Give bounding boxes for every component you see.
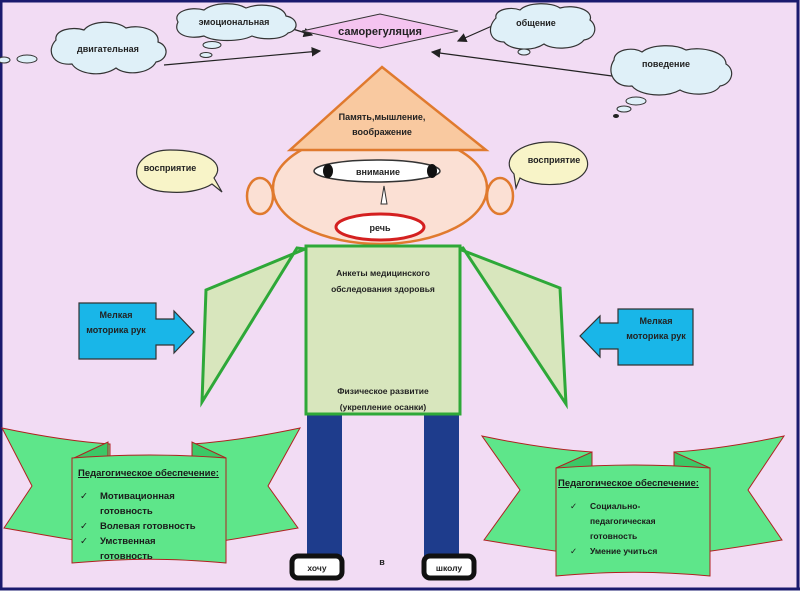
ribbon-right-text: Педагогическое обеспечение: Социально-пе… <box>558 476 708 559</box>
foot-left-label: хочу <box>307 563 326 573</box>
list-item: Умственная готовность <box>78 534 196 564</box>
ribbon-left-list: Мотивационная готовность Волевая готовно… <box>78 489 226 564</box>
foot-middle-label: в <box>379 557 385 567</box>
left-leg <box>307 413 342 558</box>
fine-motor-right-line2: моторика рук <box>626 331 686 341</box>
self-regulation-diamond <box>301 13 459 49</box>
nose <box>380 185 388 205</box>
arrow-behavior-to-center <box>430 48 613 77</box>
ribbon-left-text: Педагогическое обеспечение: Мотивационна… <box>78 466 226 564</box>
speech-bubble-left: восприятие <box>136 149 223 193</box>
left-pupil <box>323 164 333 178</box>
speech-bubble-left-label: восприятие <box>144 163 196 173</box>
fine-motor-arrow-left: Мелкая моторика рук <box>78 302 195 360</box>
body-bottom-line2: (укрепление осанки) <box>340 402 427 412</box>
self-regulation-label: саморегуляция <box>338 26 422 38</box>
cloud-motor: двигательная <box>0 21 167 75</box>
right-leg <box>424 413 459 558</box>
fine-motor-left-line2: моторика рук <box>86 325 146 335</box>
left-arm <box>200 246 311 408</box>
body-top-line2: обследования здоровья <box>331 284 435 294</box>
right-ear <box>485 176 515 216</box>
right-arm <box>454 246 568 410</box>
hat-label-line1: Память,мышление, <box>339 112 426 122</box>
bottom-strip <box>0 590 800 600</box>
list-item: Социально-педагогическая готовность <box>568 499 674 544</box>
arrow-motor-to-center <box>163 46 322 66</box>
speech-bubble-right-label: восприятие <box>528 155 580 165</box>
cloud-communication: общение <box>489 3 596 56</box>
left-shoe: хочу <box>289 553 345 581</box>
cloud-behavior-label: поведение <box>642 59 690 69</box>
cloud-communication-label: общение <box>516 18 556 28</box>
body-rectangle <box>304 244 462 416</box>
arrow-communication-to-center <box>456 25 493 43</box>
fine-motor-arrow-right: Мелкая моторика рук <box>579 308 694 366</box>
hat-triangle <box>286 65 490 152</box>
cloud-motor-label: двигательная <box>77 44 139 54</box>
body-top-line1: Анкеты медицинского <box>336 268 430 278</box>
right-shoe: школу <box>421 553 477 581</box>
fine-motor-left-line1: Мелкая <box>100 310 133 320</box>
ribbon-right-list: Социально-педагогическая готовность Умен… <box>568 499 708 559</box>
cloud-emotional-label: эмоциональная <box>199 17 270 27</box>
right-pupil <box>427 164 437 178</box>
list-item: Умение учиться <box>568 544 708 559</box>
list-item: Волевая готовность <box>78 519 226 534</box>
eyes-ellipse <box>313 159 441 183</box>
attention-label: внимание <box>356 167 400 177</box>
ribbon-right-title: Педагогическое обеспечение: <box>558 478 699 489</box>
ribbon-left-title: Педагогическое обеспечение: <box>78 468 219 479</box>
list-item: Мотивационная готовность <box>78 489 196 519</box>
body-bottom-line1: Физическое развитие <box>337 386 429 396</box>
cloud-behavior: поведение <box>610 45 733 118</box>
speech-label: речь <box>369 223 391 233</box>
left-ear <box>245 176 275 216</box>
foot-right-label: школу <box>436 563 462 573</box>
hat-label-line2: воображение <box>352 127 412 137</box>
cloud-emotional: эмоциональная <box>176 3 297 58</box>
fine-motor-right-line1: Мелкая <box>640 316 673 326</box>
mouth-ellipse <box>334 212 426 242</box>
speech-bubble-right: восприятие <box>508 141 589 191</box>
